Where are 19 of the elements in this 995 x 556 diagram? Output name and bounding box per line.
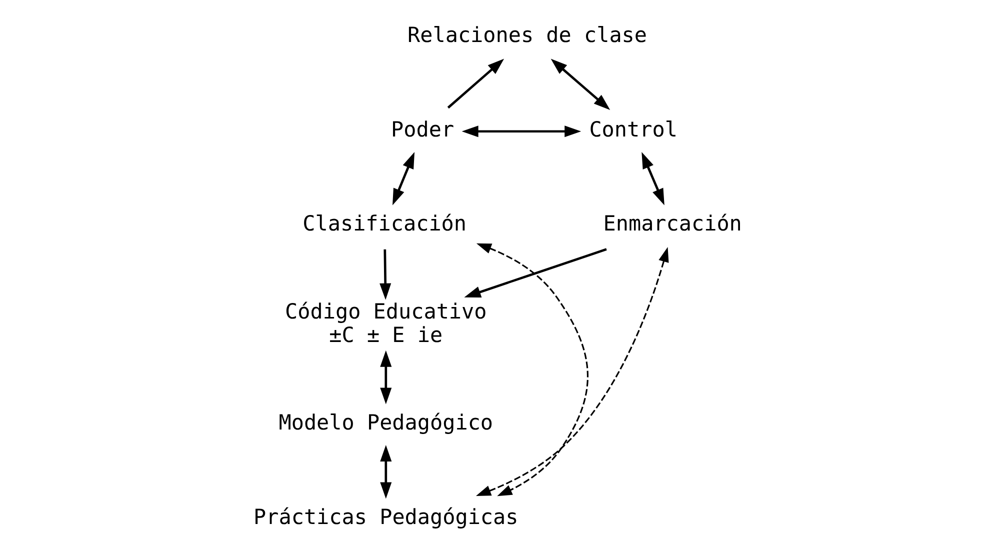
node-text: Enmarcación <box>603 212 742 236</box>
arrow <box>380 249 392 300</box>
arrow <box>380 350 392 404</box>
arrow <box>476 247 669 496</box>
node-text: Poder <box>391 117 454 142</box>
node-text: Modelo Pedagógico <box>278 410 494 435</box>
arrow <box>464 248 607 298</box>
arrow <box>550 58 610 110</box>
arrow <box>462 126 582 138</box>
node-text: Prácticas Pedagógicas <box>254 504 518 529</box>
arrow <box>642 152 664 206</box>
arrow <box>476 243 588 496</box>
node-text: Control <box>589 117 678 142</box>
node-text: Relaciones de clase <box>408 23 648 48</box>
arrow <box>392 152 415 206</box>
node-text: Clasificación <box>302 212 467 236</box>
node-text: Código Educativo ±C ± E ie <box>285 299 487 347</box>
arrow <box>380 445 392 499</box>
arrow <box>447 58 504 109</box>
